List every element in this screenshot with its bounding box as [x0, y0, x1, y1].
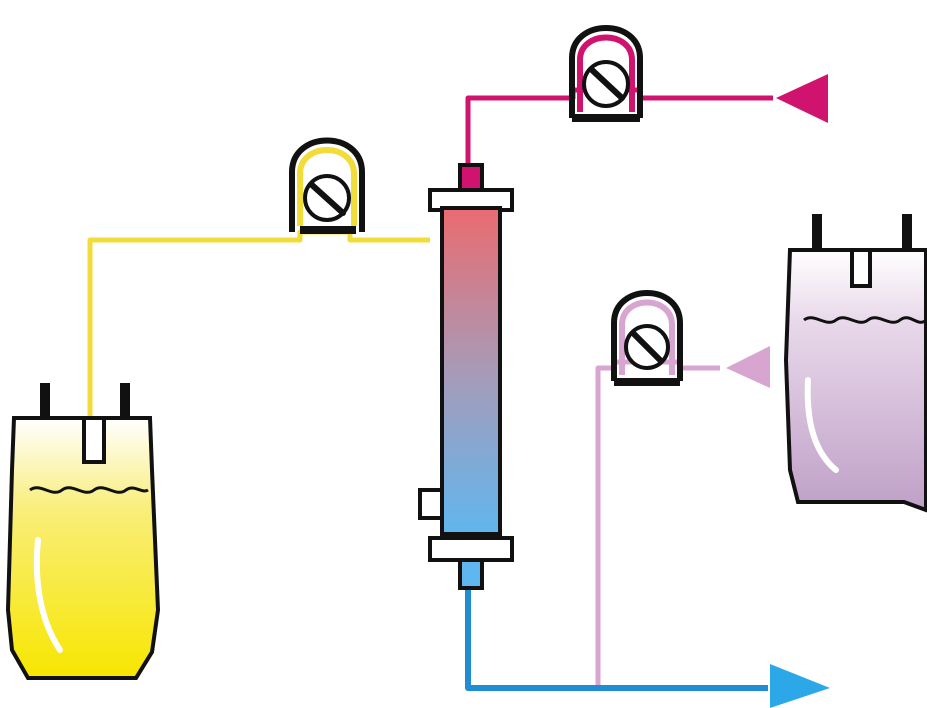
dialyzer-icon [418, 163, 514, 590]
inlet-pump-icon [289, 137, 365, 234]
pump-base [572, 114, 640, 122]
blue-tube [465, 583, 768, 691]
pump-rotor-bar [589, 67, 625, 101]
bag-port-right [902, 214, 912, 254]
pump-colored-ring [577, 34, 635, 112]
arrow-left-icon-magenta [776, 74, 828, 123]
bag-neck [82, 416, 106, 464]
dialyzer-bottom-port [458, 558, 484, 590]
arrow-left-icon-pink [726, 346, 770, 388]
bag-liquid-line [803, 316, 927, 324]
bag-port-left [40, 383, 50, 421]
tubing [87, 87, 773, 691]
iv-bag-icon-source [5, 383, 161, 680]
dialyzer-body [440, 206, 502, 536]
iv-bag-icon-dialysate [783, 214, 927, 513]
pump-housing [289, 137, 365, 232]
yellow-tube [87, 229, 430, 428]
bag-port-right [120, 383, 130, 421]
pump-rotor-bar [631, 331, 664, 364]
outlet-pump-icon [569, 25, 643, 122]
bag-highlight [804, 377, 839, 473]
pump-colored-ring [619, 299, 675, 375]
arrow-right-icon-blue [770, 664, 830, 708]
pump-rotor-bar [309, 182, 346, 216]
bag-port-left [812, 214, 822, 254]
bag-neck [850, 248, 872, 288]
pink-tube [595, 359, 720, 685]
bag-outline [783, 248, 927, 513]
bag-liquid-line [29, 486, 149, 494]
dialyzer-bottom-cap [428, 536, 514, 562]
pump-base [614, 378, 680, 386]
pump-base [300, 226, 356, 234]
pump-housing [569, 25, 643, 118]
dialyzer-side-port [418, 488, 444, 520]
bag-highlight [33, 537, 63, 653]
dialysate-pump-icon [611, 290, 683, 386]
pump-colored-ring [297, 147, 357, 226]
pump-housing [611, 290, 683, 381]
